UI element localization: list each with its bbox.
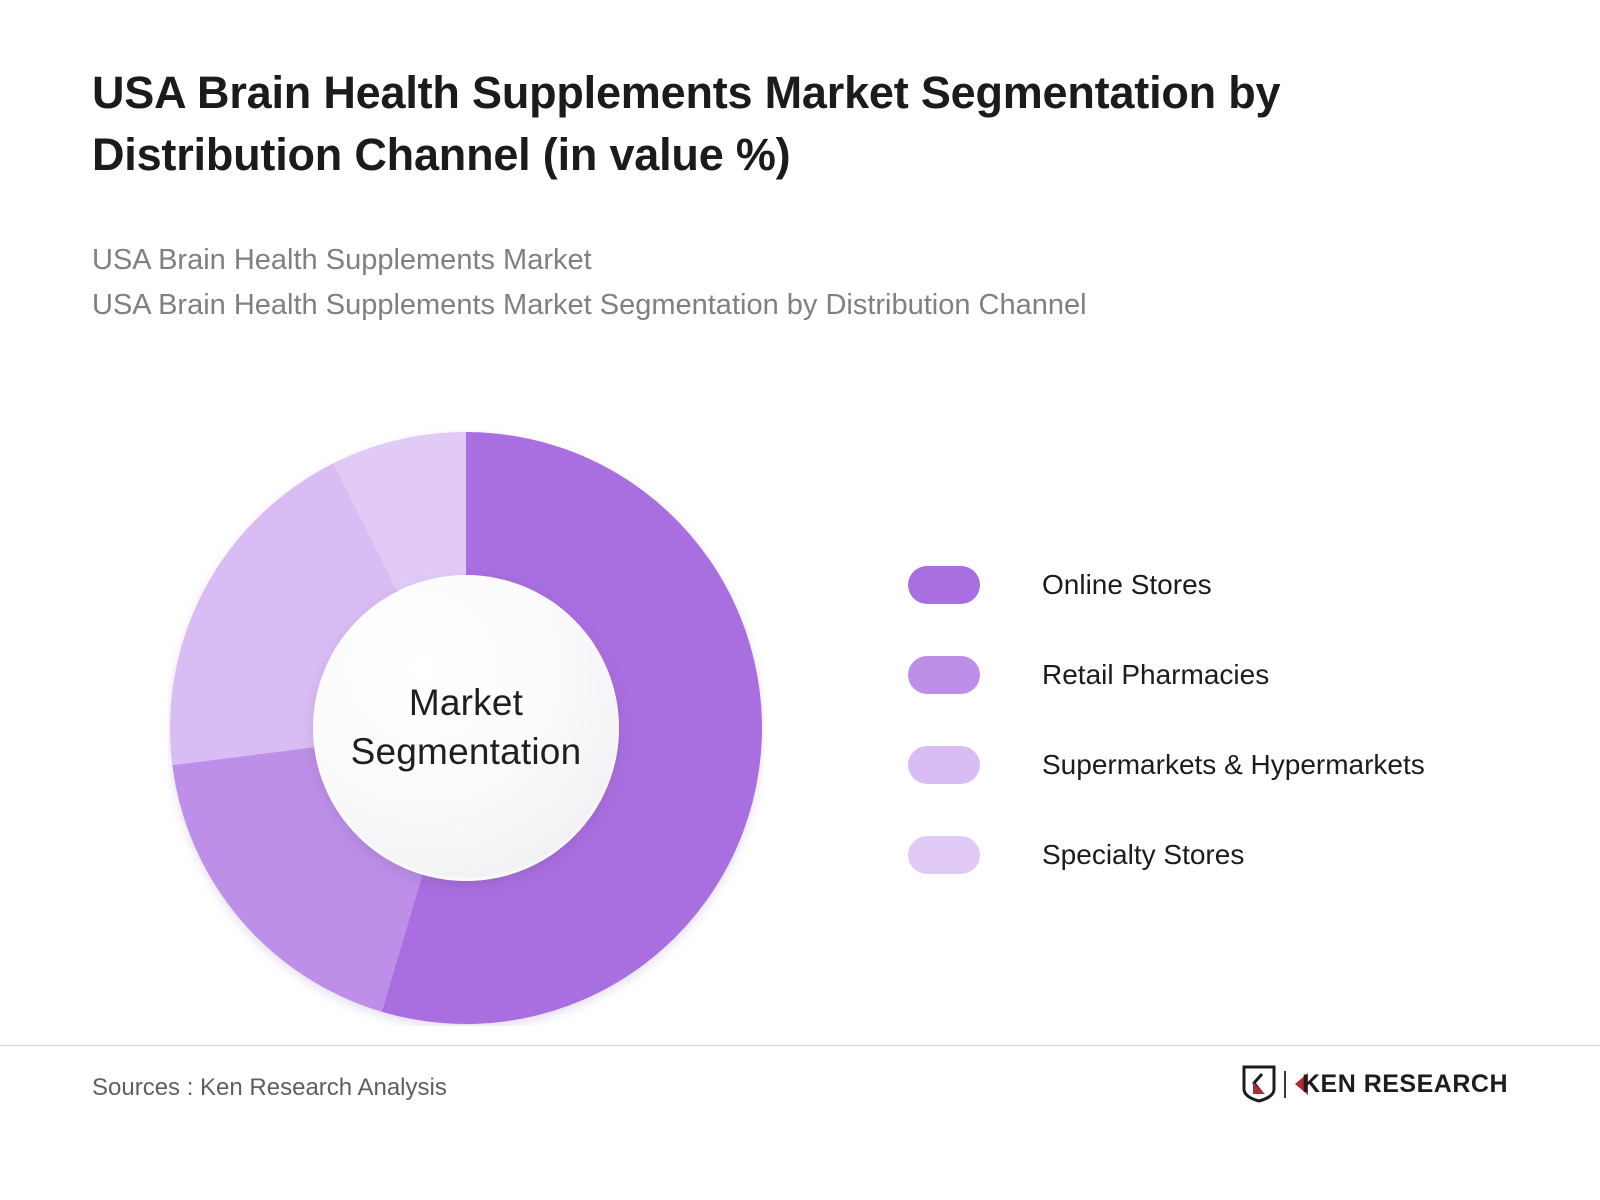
legend-item-specialty-stores[interactable]: Specialty Stores bbox=[908, 810, 1548, 900]
chart-legend: Online Stores Retail Pharmacies Supermar… bbox=[908, 540, 1548, 900]
legend-item-online-stores[interactable]: Online Stores bbox=[908, 540, 1548, 630]
donut-center-line-2: Segmentation bbox=[350, 731, 582, 772]
logo-separator bbox=[1283, 1070, 1286, 1098]
header: USA Brain Health Supplements Market Segm… bbox=[92, 62, 1492, 328]
legend-label: Supermarkets & Hypermarkets bbox=[1042, 749, 1425, 780]
donut-slice[interactable] bbox=[170, 463, 398, 766]
legend-swatch-icon bbox=[908, 836, 980, 874]
subtitle-block: USA Brain Health Supplements Market USA … bbox=[92, 238, 1492, 328]
chart-area: Market Segmentation Online Stores Retail… bbox=[0, 400, 1600, 1040]
ken-research-shield-icon bbox=[1242, 1065, 1276, 1103]
footer-divider bbox=[0, 1045, 1600, 1046]
legend-swatch-icon bbox=[908, 566, 980, 604]
legend-label: Retail Pharmacies bbox=[1042, 659, 1270, 690]
logo-accent-triangle-icon bbox=[1294, 1073, 1308, 1095]
legend-item-supermarkets-hypermarkets[interactable]: Supermarkets & Hypermarkets bbox=[908, 720, 1548, 810]
donut-slice[interactable] bbox=[172, 747, 423, 1012]
legend-swatch-icon bbox=[908, 746, 980, 784]
donut-chart: Market Segmentation bbox=[168, 430, 764, 1026]
ken-research-logo: KEN RESEARCH bbox=[1242, 1064, 1508, 1104]
legend-item-retail-pharmacies[interactable]: Retail Pharmacies bbox=[908, 630, 1548, 720]
page-title: USA Brain Health Supplements Market Segm… bbox=[92, 67, 1281, 181]
subtitle-line-2: USA Brain Health Supplements Market Segm… bbox=[92, 289, 1087, 322]
subtitle-line-1: USA Brain Health Supplements Market bbox=[92, 244, 592, 277]
donut-center-hub: Market Segmentation bbox=[313, 575, 619, 881]
donut-svg bbox=[170, 432, 762, 1024]
logo-wordmark: KEN RESEARCH bbox=[1301, 1069, 1508, 1098]
sources-note: Sources : Ken Research Analysis bbox=[92, 1074, 447, 1101]
legend-swatch-icon bbox=[908, 656, 980, 694]
donut-slice[interactable] bbox=[381, 432, 762, 1024]
donut-center-line-1: Market bbox=[408, 682, 524, 724]
legend-label: Online Stores bbox=[1042, 569, 1212, 600]
legend-label: Specialty Stores bbox=[1042, 839, 1245, 870]
donut-slice[interactable] bbox=[333, 432, 466, 592]
